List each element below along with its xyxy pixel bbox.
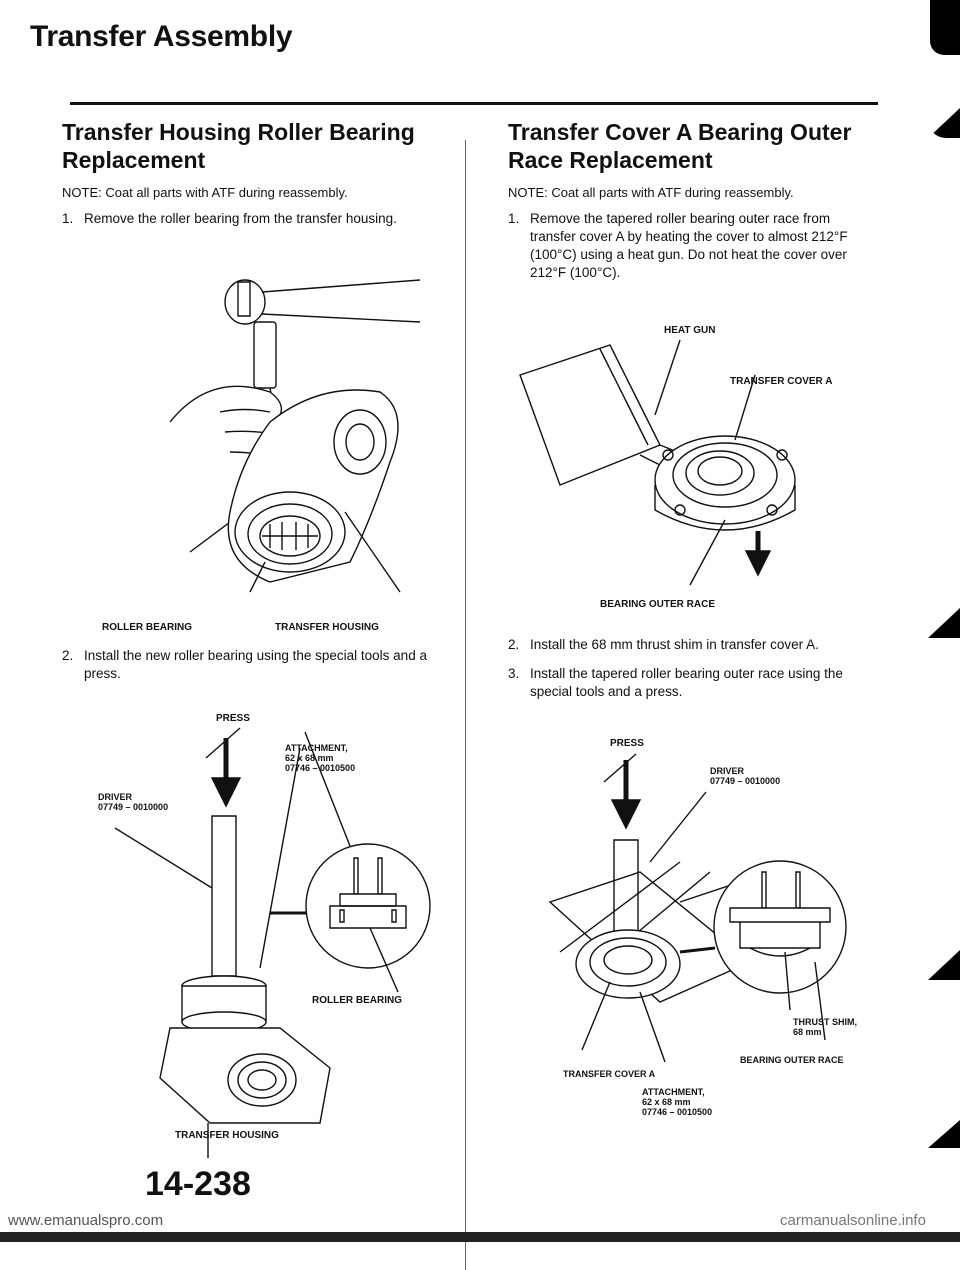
attachment-name: ATTACHMENT,: [642, 1087, 705, 1097]
right-step-2: 2. Install the 68 mm thrust shim in tran…: [508, 636, 858, 654]
label-heat-gun: HEAT GUN: [664, 325, 716, 336]
step-text: Install the new roller bearing using the…: [84, 648, 427, 681]
label-driver: DRIVER 07749 – 0010000: [98, 792, 168, 812]
right-step-1: 1. Remove the tapered roller bearing out…: [508, 210, 858, 282]
left-step-2: 2. Install the new roller bearing using …: [62, 647, 457, 683]
figure-install-roller-bearing: [150, 728, 450, 1118]
step-text: Remove the roller bearing from the trans…: [84, 211, 397, 226]
label-transfer-housing-2: TRANSFER HOUSING: [175, 1130, 279, 1141]
page-number: 14-238: [145, 1165, 251, 1203]
page-edge-mark: [928, 950, 960, 980]
attachment-size: 62 x 68 mm: [285, 753, 334, 763]
attachment-size: 62 x 68 mm: [642, 1097, 691, 1107]
left-title-line2: Replacement: [62, 147, 206, 173]
right-step-3: 3. Install the tapered roller bearing ou…: [508, 665, 858, 701]
label-roller-bearing: ROLLER BEARING: [102, 622, 192, 633]
label-attachment-2: ATTACHMENT, 62 x 68 mm 07746 – 0010500: [642, 1087, 712, 1117]
step-number: 2.: [62, 648, 74, 663]
page-edge-mark: [928, 608, 960, 638]
driver-name: DRIVER: [98, 792, 133, 802]
left-section-title: Transfer Housing Roller Bearing Replacem…: [62, 118, 415, 174]
page-edge-mark: [928, 108, 960, 138]
left-title-line1: Transfer Housing Roller Bearing: [62, 119, 415, 145]
label-transfer-housing: TRANSFER HOUSING: [275, 622, 379, 633]
label-press: PRESS: [216, 713, 250, 724]
figure-install-outer-race: [540, 752, 870, 1052]
label-roller-bearing-2: ROLLER BEARING: [312, 995, 402, 1006]
step-text: Install the 68 mm thrust shim in transfe…: [530, 637, 819, 652]
left-step-1: 1. Remove the roller bearing from the tr…: [62, 210, 457, 228]
figure-heat-gun: [520, 335, 840, 585]
title-divider: [70, 102, 878, 105]
label-attachment: ATTACHMENT, 62 x 68 mm 07746 – 0010500: [285, 743, 355, 773]
page-edge-mark: [930, 0, 960, 55]
label-bearing-outer-race: BEARING OUTER RACE: [600, 599, 716, 610]
label-press-2: PRESS: [610, 738, 644, 749]
page-title: Transfer Assembly: [30, 20, 293, 53]
step-text: Install the tapered roller bearing outer…: [530, 666, 843, 699]
right-title-line2: Race Replacement: [508, 147, 713, 173]
step-number: 1.: [62, 211, 74, 226]
footer-url-left[interactable]: www.emanualspro.com: [8, 1212, 164, 1229]
page-edge-mark: [928, 1120, 960, 1148]
thrust-shim-size: 68 mm: [793, 1027, 822, 1037]
label-thrust-shim: THRUST SHIM, 68 mm: [793, 1017, 857, 1037]
figure-remove-roller-bearing: [150, 262, 450, 622]
right-note: NOTE: Coat all parts with ATF during rea…: [508, 185, 794, 200]
left-note: NOTE: Coat all parts with ATF during rea…: [62, 185, 348, 200]
right-title-line1: Transfer Cover A Bearing Outer: [508, 119, 852, 145]
driver-part-number: 07749 – 0010000: [98, 802, 169, 812]
driver-part-number: 07749 – 0010000: [710, 776, 781, 786]
driver-name: DRIVER: [710, 766, 745, 776]
label-bearing-outer-race-2: BEARING OUTER RACE: [740, 1055, 844, 1065]
attachment-part-number: 07746 – 0010500: [285, 763, 356, 773]
right-section-title: Transfer Cover A Bearing Outer Race Repl…: [508, 118, 851, 174]
attachment-name: ATTACHMENT,: [285, 743, 348, 753]
step-number: 1.: [508, 211, 520, 226]
attachment-part-number: 07746 – 0010500: [642, 1107, 713, 1117]
step-text: Remove the tapered roller bearing outer …: [530, 211, 848, 280]
footer-url-right[interactable]: carmanualsonline.info: [780, 1212, 926, 1229]
step-number: 2.: [508, 637, 520, 652]
step-number: 3.: [508, 666, 520, 681]
bottom-edge-bar: [0, 1232, 960, 1242]
column-divider: [465, 140, 466, 1270]
label-transfer-cover-a-2: TRANSFER COVER A: [563, 1069, 656, 1079]
label-transfer-cover-a: TRANSFER COVER A: [730, 376, 833, 387]
label-driver-2: DRIVER 07749 – 0010000: [710, 766, 780, 786]
thrust-shim-name: THRUST SHIM,: [793, 1017, 857, 1027]
